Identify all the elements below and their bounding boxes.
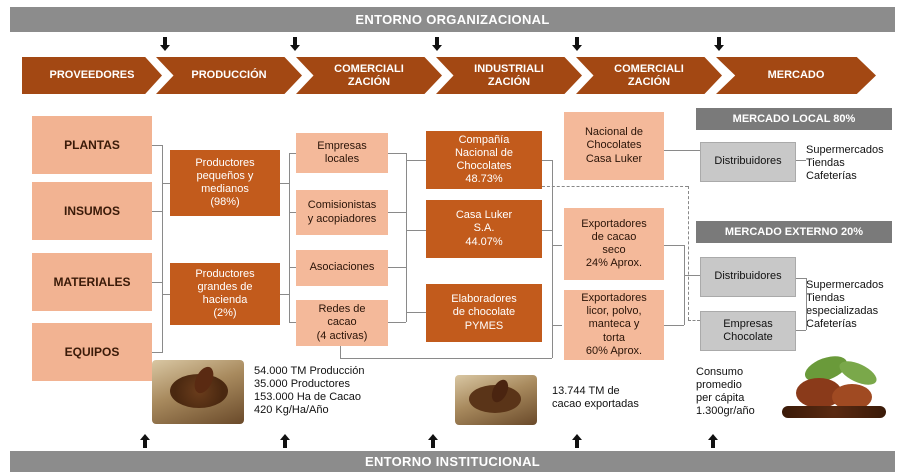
chocolate-companies: Empresas Chocolate xyxy=(700,311,796,351)
down-arrow-icon xyxy=(714,37,724,51)
stage-produccion: PRODUCCIÓN xyxy=(156,57,302,94)
up-arrow-icon xyxy=(428,434,438,448)
consumption-stats: Consumo promedio per cápita 1.300gr/año xyxy=(696,366,755,417)
supplier-equipos: EQUIPOS xyxy=(32,323,152,381)
cacao-networks: Redes de cacao (4 activas) xyxy=(296,300,388,346)
dry-cacao-exporters: Exportadores de cacao seco 24% Aprox. xyxy=(564,208,664,280)
up-arrow-icon xyxy=(572,434,582,448)
bottom-band: ENTORNO INSTITUCIONAL xyxy=(10,451,895,472)
down-arrow-icon xyxy=(160,37,170,51)
down-arrow-icon xyxy=(572,37,582,51)
product-exporters: Exportadores licor, polvo, manteca y tor… xyxy=(564,290,664,360)
up-arrow-icon xyxy=(140,434,150,448)
stage-comercializacion-1: COMERCIALI ZACIÓN xyxy=(296,57,442,94)
compania-nacional-chocolates: Compañía Nacional de Chocolates 48.73% xyxy=(426,131,542,189)
cacao-sack-image xyxy=(152,360,244,424)
production-stats: 54.000 TM Producción 35.000 Productores … xyxy=(254,365,365,416)
cacao-sack-image-2 xyxy=(455,375,537,425)
up-arrow-icon xyxy=(280,434,290,448)
nacional-chocolates-casa-luker: Nacional de Chocolates Casa Luker xyxy=(564,112,664,180)
stage-industrializacion: INDUSTRIALI ZACIÓN xyxy=(436,57,582,94)
stage-comercializacion-2: COMERCIALI ZACIÓN xyxy=(576,57,722,94)
local-channels: Supermercados Tiendas Cafeterías xyxy=(806,144,884,182)
associations: Asociaciones xyxy=(296,250,388,286)
supplier-plantas: PLANTAS xyxy=(32,116,152,174)
supplier-insumos: INSUMOS xyxy=(32,182,152,240)
supplier-materiales: MATERIALES xyxy=(32,253,152,311)
cacao-pods-image xyxy=(774,351,892,426)
chocolate-pymes: Elaboradores de chocolate PYMES xyxy=(426,284,542,342)
casa-luker: Casa Luker S.A. 44.07% xyxy=(426,200,542,258)
down-arrow-icon xyxy=(432,37,442,51)
export-stats: 13.744 TM de cacao exportadas xyxy=(552,385,639,410)
external-channels: Supermercados Tiendas especializadas Caf… xyxy=(806,279,884,330)
down-arrow-icon xyxy=(290,37,300,51)
stage-mercado: MERCADO xyxy=(716,57,876,94)
external-distributors: Distribuidores xyxy=(700,257,796,297)
top-band: ENTORNO ORGANIZACIONAL xyxy=(10,7,895,32)
external-market-header: MERCADO EXTERNO 20% xyxy=(696,221,892,243)
stage-proveedores: PROVEEDORES xyxy=(22,57,162,94)
producers-small: Productores pequeños y medianos (98%) xyxy=(170,150,280,216)
up-arrow-icon xyxy=(708,434,718,448)
local-distributors: Distribuidores xyxy=(700,142,796,182)
local-companies: Empresas locales xyxy=(296,133,388,173)
brokers-collectors: Comisionistas y acopiadores xyxy=(296,190,388,235)
producers-large: Productores grandes de hacienda (2%) xyxy=(170,263,280,325)
local-market-header: MERCADO LOCAL 80% xyxy=(696,108,892,130)
